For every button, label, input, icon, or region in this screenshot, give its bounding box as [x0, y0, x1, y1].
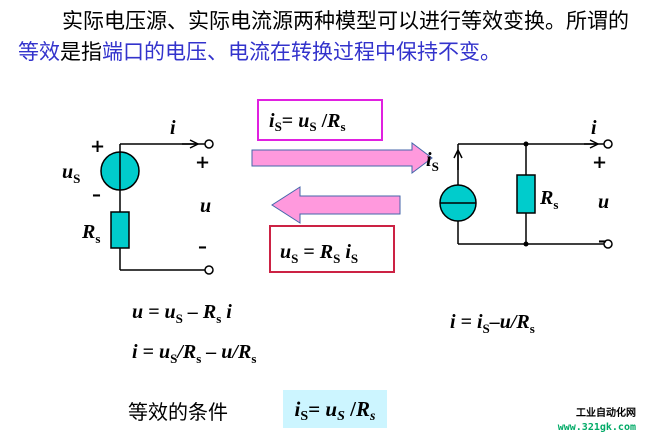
right-resistor — [516, 174, 536, 214]
left-port-plus: + — [195, 152, 210, 173]
intro-highlight-definition: 端口的电压、电流在转换过程中保持不变。 — [102, 40, 501, 64]
right-port-voltage-label: u — [598, 191, 609, 213]
formula-box-current — [257, 99, 383, 141]
right-node-bottom — [523, 241, 529, 247]
intro-highlight-equivalent: 等效 — [18, 40, 60, 64]
left-terminal-top[interactable] — [204, 139, 214, 149]
equation-current-right: i = iS–u/Rs — [450, 311, 535, 336]
arrow-left — [271, 186, 401, 224]
formula-box-voltage — [269, 225, 395, 273]
formula-current-text: iS= uS /Rs — [269, 110, 346, 134]
right-port-minus: – — [598, 230, 607, 251]
left-source-label: uS — [62, 161, 80, 186]
left-source-minus: – — [92, 184, 101, 205]
left-terminal-bottom[interactable] — [204, 265, 214, 275]
right-resistor-label: Rs — [539, 187, 558, 212]
right-current-label: i — [591, 117, 597, 139]
left-source-plus: + — [90, 136, 105, 157]
right-node-top — [523, 141, 529, 147]
left-resistor — [110, 211, 130, 249]
equation-voltage: u = uS – Rs i — [132, 301, 232, 326]
equation-current-left: i = uS/Rs – u/Rs — [132, 341, 256, 366]
arrow-right — [251, 142, 433, 174]
right-source-label: iS — [426, 149, 439, 174]
left-port-voltage-label: u — [200, 195, 211, 217]
formula-voltage-text: uS = RS iS — [280, 241, 358, 266]
right-current-source-circuit — [453, 139, 604, 245]
intro-paragraph: 实际电压源、实际电流源两种模型可以进行等效变换。所谓的等效是指端口的电压、电流在… — [18, 6, 638, 68]
left-port-minus: – — [198, 236, 207, 257]
left-voltage-source-circuit — [119, 139, 205, 271]
left-current-label: i — [170, 117, 176, 139]
right-terminal-bottom[interactable] — [603, 239, 613, 249]
intro-text-2: 是指 — [60, 40, 102, 64]
condition-label: 等效的条件 — [128, 400, 228, 424]
intro-text-1: 实际电压源、实际电流源两种模型可以进行等效变换。所谓的 — [62, 9, 629, 33]
watermark-site-name: 工业自动化网 — [576, 408, 636, 419]
condition-formula: iS= uS /Rs — [294, 396, 376, 424]
left-resistor-label: Rs — [81, 221, 100, 246]
watermark-url[interactable]: www.321gk.com — [557, 422, 636, 433]
right-port-plus: + — [592, 152, 607, 173]
right-terminal-top[interactable] — [603, 139, 613, 149]
condition-formula-box: iS= uS /Rs — [283, 390, 387, 428]
